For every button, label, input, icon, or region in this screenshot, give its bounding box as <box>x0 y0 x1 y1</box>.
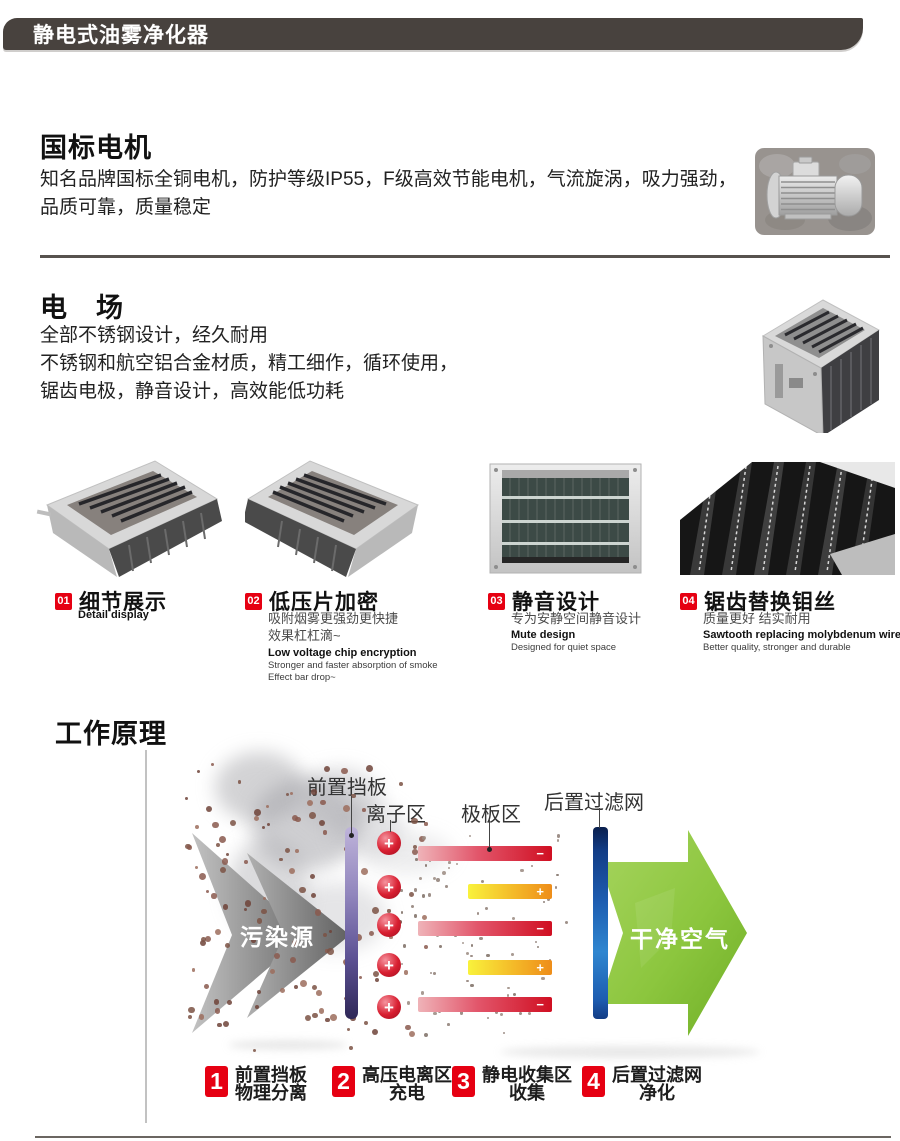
feature-3-label: 03 静音设计 <box>488 586 600 616</box>
principle-section-heading: 工作原理 <box>55 719 167 749</box>
ion-plus-circle: + <box>377 831 401 855</box>
motor-text-line2: 品质可靠，质量稳定 <box>40 197 212 218</box>
section-divider <box>40 255 890 258</box>
step-1: 1 前置挡板 物理分离 <box>205 1066 307 1102</box>
diagram-reflection <box>500 1046 760 1058</box>
feature-photo-chip <box>245 455 430 580</box>
front-baffle-connector <box>349 796 354 838</box>
step-2: 2 高压电离区 充电 <box>332 1066 452 1102</box>
step-4-line1: 后置过滤网 <box>612 1065 702 1085</box>
feature-4-en-lines: Better quality, stronger and durable <box>703 642 851 653</box>
feature-2-en-bold: Low voltage chip encryption <box>268 647 417 659</box>
plate-bar-negative: − <box>418 997 552 1012</box>
ion-plus-circle: + <box>377 995 401 1019</box>
clean-air-text: 干净空气 <box>630 926 730 952</box>
feature-3-title: 静音设计 <box>512 591 600 614</box>
front-baffle-bar <box>345 827 358 1019</box>
feature-4-label: 04 锯齿替换钼丝 <box>680 586 836 616</box>
step-1-line1: 前置挡板 <box>235 1065 307 1085</box>
feature-photo-mute <box>488 462 643 575</box>
ion-zone-label: 离子区 <box>366 804 426 826</box>
field-unit-photo <box>745 288 885 433</box>
step-1-line2: 物理分离 <box>235 1083 307 1103</box>
plate-bar-negative: − <box>418 846 552 861</box>
feature-4-number-badge: 04 <box>680 592 697 610</box>
rear-filter-bar <box>593 827 608 1019</box>
feature-1-number-badge: 01 <box>55 592 72 610</box>
feature-4-title: 锯齿替换钼丝 <box>704 591 836 614</box>
clean-air-arrow <box>595 818 755 1040</box>
feature-3-cn-lines: 专为安静空间静音设计 <box>511 611 642 626</box>
step-1-number-badge: 1 <box>205 1066 228 1097</box>
feature-1-label: 01 细节展示 <box>55 586 167 616</box>
rear-filter-label: 后置过滤网 <box>544 792 644 814</box>
rear-filter-connector <box>599 808 600 828</box>
step-2-number-badge: 2 <box>332 1066 355 1097</box>
page-bottom-rule <box>35 1136 891 1138</box>
step-3: 3 静电收集区 收集 <box>452 1066 572 1102</box>
feature-4-cn-lines: 质量更好 结实耐用 <box>703 611 811 626</box>
pollution-source-text: 污染源 <box>240 924 315 950</box>
step-2-line1: 高压电离区 <box>362 1065 452 1085</box>
step-4: 4 后置过滤网 净化 <box>582 1066 702 1102</box>
principle-vertical-rule <box>145 750 147 1123</box>
feature-2-label: 02 低压片加密 <box>245 586 379 616</box>
feature-photo-detail <box>35 455 225 580</box>
step-3-line1: 静电收集区 <box>482 1065 572 1085</box>
feature-3-en-bold: Mute design <box>511 629 576 641</box>
front-baffle-label: 前置挡板 <box>307 777 387 799</box>
field-text-line2: 不锈钢和航空铝合金材质，精工细作，循环使用， <box>40 353 459 374</box>
plate-zone-connector <box>487 820 492 852</box>
step-4-number-badge: 4 <box>582 1066 605 1097</box>
plate-bar-negative: − <box>418 921 552 936</box>
plate-zone-label: 极板区 <box>461 804 521 826</box>
feature-4-en-bold: Sawtooth replacing molybdenum wire <box>703 629 900 641</box>
feature-3-number-badge: 03 <box>488 592 505 610</box>
plate-bar-positive: + <box>468 960 552 975</box>
pollution-arrow <box>192 828 357 1043</box>
feature-2-title: 低压片加密 <box>269 591 379 614</box>
step-3-number-badge: 3 <box>452 1066 475 1097</box>
feature-2-cn-lines: 吸附烟雾更强劲更快捷 效果杠杠滴~ <box>268 611 399 643</box>
step-4-line2: 净化 <box>639 1083 675 1103</box>
ion-plus-circle: + <box>377 953 401 977</box>
motor-section-heading: 国标电机 <box>40 133 152 163</box>
feature-1-title: 细节展示 <box>79 591 167 614</box>
field-text-line1: 全部不锈钢设计，经久耐用 <box>40 325 269 346</box>
plate-bar-positive: + <box>468 884 552 899</box>
feature-1-en-bold: Detail display <box>78 609 149 621</box>
diagram-reflection <box>228 1040 348 1050</box>
feature-2-en-lines: Stronger and faster absorption of smoke … <box>268 660 438 683</box>
step-3-line2: 收集 <box>509 1083 545 1103</box>
field-section-heading: 电 场 <box>40 293 124 323</box>
motor-text-line1: 知名品牌国标全铜电机，防护等级IP55，F级高效节能电机，气流旋涡，吸力强劲， <box>40 169 737 190</box>
ion-plus-circle: + <box>377 913 401 937</box>
feature-photo-sawtooth <box>680 462 895 575</box>
feature-3-en-lines: Designed for quiet space <box>511 642 617 653</box>
page-title-bar: 静电式油雾净化器 <box>3 18 863 50</box>
step-2-line2: 充电 <box>389 1083 425 1103</box>
motor-photo <box>755 148 875 235</box>
field-text-line3: 锯齿电极，静音设计，高效能低功耗 <box>40 381 345 402</box>
page-title: 静电式油雾净化器 <box>33 24 209 47</box>
ion-zone-connector <box>390 820 391 832</box>
feature-2-number-badge: 02 <box>245 592 262 610</box>
smoke <box>252 778 362 870</box>
ion-plus-circle: + <box>377 875 401 899</box>
